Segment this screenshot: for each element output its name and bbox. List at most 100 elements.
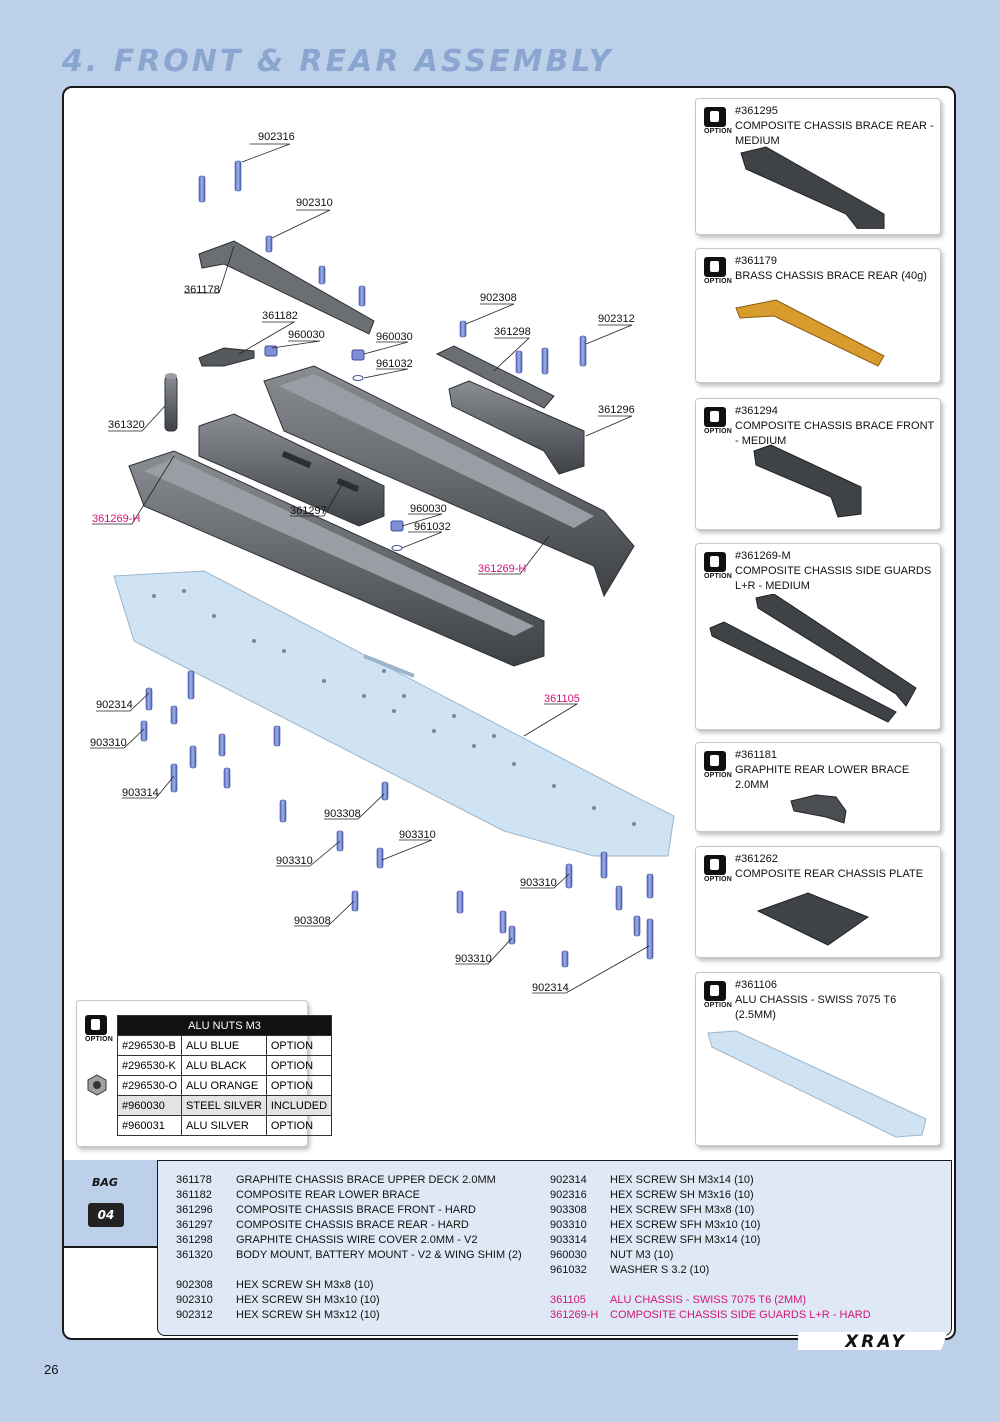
option-desc: COMPOSITE CHASSIS BRACE REAR - MEDIUM (735, 120, 934, 147)
label-902312: 902312 (598, 313, 635, 325)
label-361297: 361297 (290, 505, 327, 517)
nut-icon (87, 1074, 107, 1096)
label-960030-c: 960030 (410, 503, 447, 515)
label-961032-a: 961032 (376, 358, 413, 370)
label-903308-a: 903308 (324, 808, 361, 820)
option-desc: GRAPHITE REAR LOWER BRACE 2.0MM (735, 764, 910, 791)
nuts-washers (264, 345, 404, 551)
option-card-361106: OPTION #361106 ALU CHASSIS - SWISS 7075 … (695, 972, 941, 1146)
thumbs-up-icon (704, 552, 726, 572)
thumbs-up-icon (704, 855, 726, 875)
option-part-image (790, 794, 847, 824)
label-361105: 361105 (544, 693, 580, 705)
brace-rear-part (198, 413, 385, 527)
label-961032-b: 961032 (414, 521, 451, 533)
page-number: 26 (44, 1362, 59, 1377)
brace-front-part (448, 380, 585, 475)
label-902308: 902308 (480, 292, 517, 304)
table-header: ALU NUTS M3 (116, 1015, 333, 1036)
label-903310-e: 903310 (455, 953, 492, 965)
screws (140, 160, 654, 968)
option-desc: COMPOSITE CHASSIS BRACE FRONT - MEDIUM (735, 420, 935, 447)
option-code: #361269-M (735, 550, 791, 562)
option-card-361179: OPTION #361179 BRASS CHASSIS BRACE REAR … (695, 248, 941, 383)
option-desc: ALU CHASSIS - SWISS 7075 T6 (2.5MM) (735, 994, 897, 1021)
label-361178: 361178 (184, 284, 220, 296)
option-desc: COMPOSITE CHASSIS SIDE GUARDS L+R - MEDI… (735, 565, 932, 592)
label-361296: 361296 (598, 404, 635, 416)
option-part-image (740, 146, 885, 229)
option-code: #361295 (735, 105, 778, 117)
label-902314-b: 902314 (532, 982, 569, 994)
option-badge: OPTION (704, 107, 732, 135)
label-361269h-a: 361269-H (92, 513, 140, 525)
option-desc: BRASS CHASSIS BRACE REAR (40g) (735, 270, 927, 282)
thumbs-up-icon (704, 981, 726, 1001)
upper-deck-part (198, 240, 375, 335)
label-361320: 361320 (108, 419, 145, 431)
option-part-image (707, 1030, 927, 1138)
thumbs-up-icon (85, 1015, 107, 1035)
thumbs-up-icon (704, 257, 726, 277)
label-361269h-b: 361269-H (478, 563, 526, 575)
leader-lines (90, 143, 650, 994)
option-part-image (709, 594, 917, 723)
wire-cover-part (435, 345, 555, 409)
label-361298: 361298 (494, 326, 531, 338)
option-desc: COMPOSITE REAR CHASSIS PLATE (735, 868, 924, 880)
side-guard-right (263, 365, 635, 598)
thumbs-up-icon (704, 407, 726, 427)
thumbs-up-icon (704, 751, 726, 771)
label-960030-a: 960030 (288, 329, 325, 341)
label-903310-c: 903310 (276, 855, 313, 867)
option-card-361181: OPTION #361181 GRAPHITE REAR LOWER BRACE… (695, 742, 941, 832)
exploded-diagram: 902316 902310 361178 361182 960030 96003… (90, 131, 675, 994)
label-903314: 903314 (122, 787, 159, 799)
label-903308-b: 903308 (294, 915, 331, 927)
lower-brace-part (198, 347, 255, 367)
bag-number: 04 (88, 1203, 124, 1227)
option-code: #361106 (735, 979, 778, 991)
label-902310: 902310 (296, 197, 333, 209)
option-card-361269m: OPTION #361269-M COMPOSITE CHASSIS SIDE … (695, 543, 941, 730)
option-code: #361262 (735, 853, 778, 865)
option-part-image (735, 299, 885, 367)
side-guard-left (128, 450, 545, 667)
page-title: 4. FRONT & REAR ASSEMBLY (62, 44, 614, 79)
option-code: #361181 (735, 749, 778, 761)
option-code: #361179 (735, 255, 778, 267)
body-mount-post (164, 373, 178, 432)
label-903310-b: 903310 (399, 829, 436, 841)
label-903310-a: 903310 (90, 737, 127, 749)
option-part-image (753, 444, 862, 518)
option-card-361295: OPTION #361295 COMPOSITE CHASSIS BRACE R… (695, 98, 941, 235)
